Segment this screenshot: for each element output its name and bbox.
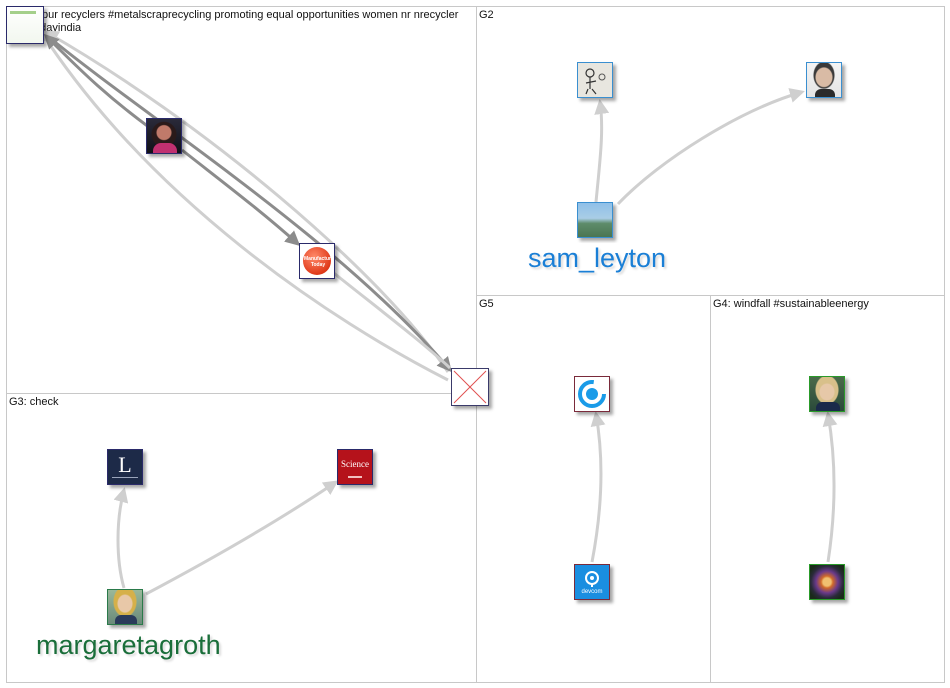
node-devcom[interactable]: devcom [574,564,610,600]
group-label-g3: G3: check [9,396,59,408]
node-user-portrait-g1[interactable] [146,118,182,154]
library-letter: L [118,452,132,477]
ring-logo-icon [578,380,606,408]
devcom-logo-text: devcom [581,589,603,595]
location-pin-icon [585,571,599,587]
node-portrait-man[interactable] [806,62,842,98]
node-label-sam-leyton: sam_leyton [525,243,670,273]
group-panel-g1: G1: nupur recyclers #metalscraprecycling… [6,6,477,394]
node-label-margaretagroth: margaretagroth [33,630,224,660]
node-portrait-woman[interactable] [809,376,845,412]
node-sketch-image[interactable] [577,62,613,98]
node-library-l[interactable]: L [107,449,143,485]
sketch-figure-icon [585,68,606,95]
science-logo-text: Science [341,459,369,469]
node-devcom-circle[interactable] [574,376,610,412]
group-label-g4: G4: windfall #sustainableenergy [713,298,869,310]
broken-image-icon [453,370,487,404]
group-panel-g5: G5 [476,295,711,683]
node-windfall[interactable] [809,564,845,600]
node-margaretagroth[interactable] [107,589,143,625]
node-science[interactable]: Science [337,449,373,485]
node-manufacturing-today[interactable]: Manufacturing Today [299,243,335,279]
group-panel-g4: G4: windfall #sustainableenergy [710,295,945,683]
group-label-g2: G2 [479,9,494,21]
node-sam-leyton[interactable] [577,202,613,238]
node-broken-image[interactable] [451,368,489,406]
node-nupur-recyclers[interactable] [6,6,44,44]
manufacturing-today-logo-text: Manufacturing Today [304,256,334,268]
group-label-g1: G1: nupur recyclers #metalscraprecycling… [9,9,459,34]
group-label-g5: G5 [479,298,494,310]
